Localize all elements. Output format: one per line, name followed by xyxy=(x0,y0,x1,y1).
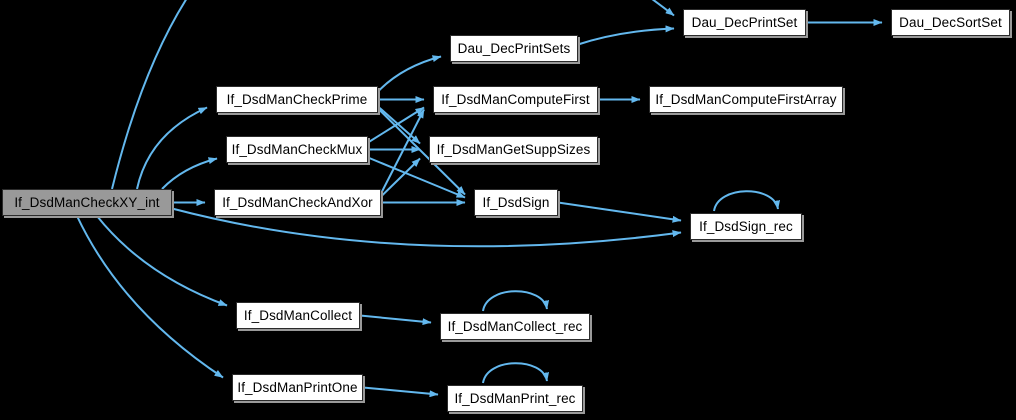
graph-node-printrec[interactable]: If_DsdManPrint_rec xyxy=(447,385,583,412)
graph-node-label: Dau_DecPrintSet xyxy=(691,14,798,30)
edge-collect-collectrec xyxy=(359,314,432,326)
graph-node-label: If_DsdManComputeFirstArray xyxy=(655,91,837,107)
graph-node-label: If_DsdManCheckMux xyxy=(231,141,363,157)
edge-checkxy-collect xyxy=(96,215,228,307)
edge-printrec-self xyxy=(482,362,550,384)
edge-checkxy-checkmux xyxy=(161,157,218,190)
graph-node-checkandxor[interactable]: If_DsdManCheckAndXor xyxy=(214,189,381,216)
edge-checkprime-decprintsets xyxy=(377,55,442,93)
graph-node-computefirstarr[interactable]: If_DsdManComputeFirstArray xyxy=(649,86,843,113)
graph-node-collectrec[interactable]: If_DsdManCollect_rec xyxy=(440,313,590,340)
graph-node-dsdsignrec[interactable]: If_DsdSign_rec xyxy=(690,213,802,240)
edge-checkandxor-computefirst xyxy=(380,109,425,194)
graph-node-checkxy[interactable]: If_DsdManCheckXY_int xyxy=(2,189,172,216)
graph-node-decsortset[interactable]: Dau_DecSortSet xyxy=(891,9,1010,36)
graph-node-label: If_DsdSign_rec xyxy=(699,218,793,234)
edge-checkprime-dsdsign xyxy=(377,107,466,196)
graph-node-computefirst[interactable]: If_DsdManComputeFirst xyxy=(433,86,598,113)
graph-node-label: If_DsdManComputeFirst xyxy=(441,91,590,107)
edge-checkxy-decprintset xyxy=(111,0,675,190)
edge-checkxy-dsdsignrec xyxy=(171,207,682,248)
edge-checkandxor-getsuppsizes xyxy=(380,157,421,198)
edge-dsdsign-dsdsignrec xyxy=(557,201,682,223)
graph-node-label: If_DsdManCheckAndXor xyxy=(222,194,373,210)
graph-node-checkmux[interactable]: If_DsdManCheckMux xyxy=(226,136,368,163)
graph-node-label: Dau_DecSortSet xyxy=(899,14,1002,30)
edge-checkmux-dsdsign xyxy=(367,156,466,199)
graph-node-label: If_DsdManPrint_rec xyxy=(454,390,576,406)
graph-node-printone[interactable]: If_DsdManPrintOne xyxy=(232,374,363,401)
graph-node-dsdsign[interactable]: If_DsdSign xyxy=(474,189,558,216)
graph-node-label: If_DsdManCollect xyxy=(243,307,353,323)
edge-decprintsets-decprintset xyxy=(577,25,675,46)
graph-node-label: If_DsdManGetSuppSizes xyxy=(436,141,591,157)
edge-printone-printrec xyxy=(362,386,439,398)
graph-node-collect[interactable]: If_DsdManCollect xyxy=(236,302,360,329)
edge-dsdsignrec-self xyxy=(713,190,781,212)
graph-node-decprintset[interactable]: Dau_DecPrintSet xyxy=(683,9,806,36)
graph-node-label: If_DsdManCheckPrime xyxy=(226,91,368,107)
edge-checkxy-checkprime xyxy=(136,106,208,190)
graph-node-label: If_DsdManCheckXY_int xyxy=(14,194,160,210)
edge-checkprime-getsuppsizes xyxy=(377,105,421,145)
graph-node-label: If_DsdManCollect_rec xyxy=(447,318,583,334)
graph-node-label: Dau_DecPrintSets xyxy=(457,40,571,56)
graph-node-checkprime[interactable]: If_DsdManCheckPrime xyxy=(216,86,378,113)
edge-collectrec-self xyxy=(482,290,550,312)
graph-node-label: If_DsdManPrintOne xyxy=(237,379,358,395)
graph-node-getsuppsizes[interactable]: If_DsdManGetSuppSizes xyxy=(429,136,598,163)
graph-node-decprintsets[interactable]: Dau_DecPrintSets xyxy=(450,35,578,62)
edge-layer xyxy=(76,0,883,398)
edge-checkxy-printone xyxy=(76,215,224,379)
graph-node-label: If_DsdSign xyxy=(482,194,550,210)
